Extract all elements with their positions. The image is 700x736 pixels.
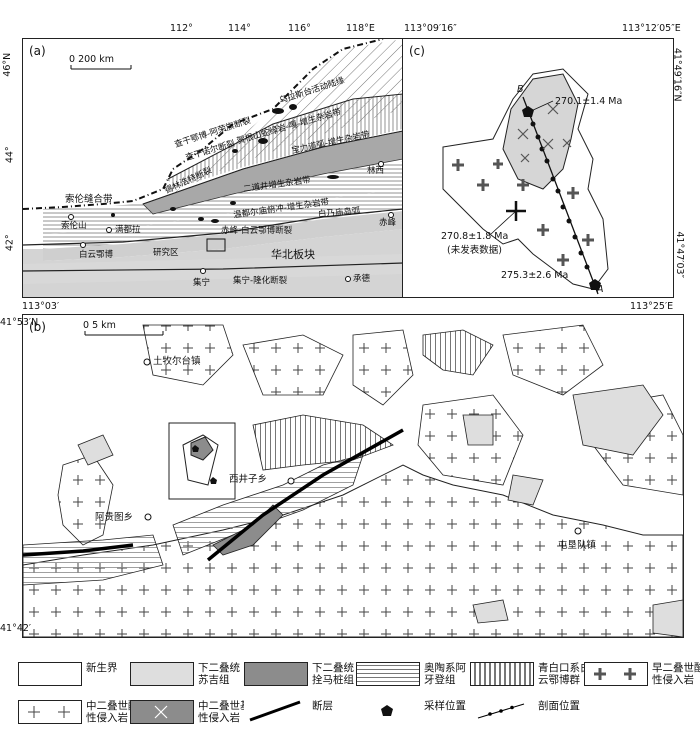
legend-fault: 断层 [244, 698, 356, 730]
hegenshan-belt [168, 94, 403, 189]
panel-c-detail-map: (c) 270.1±1.4 Ma 270.8±1.8 Ma (未发表数据) 27… [402, 38, 674, 298]
legend-cenozoic: 新生界 [18, 660, 126, 692]
b-lat-top: 41°53′N [0, 317, 39, 328]
legend: 新生界 下二叠统 苏吉组 下二叠统 拴马桩组 奥陶系阿 牙登组 青白口系白 云鄂… [18, 660, 700, 736]
panel-a-scale: 0 200 km [69, 54, 114, 65]
label-study-area: 研究区 [153, 248, 179, 258]
c-age-3: 275.3±2.6 Ma [501, 270, 569, 281]
label-jining-fault: 集宁-隆化断裂 [233, 276, 288, 286]
c-age-1: 270.1±1.4 Ma [555, 96, 623, 107]
panel-c-location-box [168, 422, 236, 500]
label-baiyunebo: 白云鄂博 [79, 250, 114, 260]
c-lat-bottom: 41°47′03″ [674, 231, 686, 279]
sujizu-strata [572, 384, 664, 456]
town-xijingzi: 西井子乡 [229, 474, 268, 485]
b-lat-bottom: 41°42′ [0, 623, 32, 634]
label-chengde: 承德 [353, 274, 371, 284]
panel-c-label: (c) [409, 44, 425, 58]
tick-lat-46: 46°N [2, 52, 14, 77]
panel-a-regional-map: (a) 0 200 km 乌拉斯台活动陆缘 查干鄂博-阿荣旗断裂 查干诺尔断裂 … [22, 38, 404, 298]
c-lon-right: 113°12′05″E [622, 23, 681, 34]
sample-pentagon-2 [589, 279, 601, 290]
c-point-a: A [597, 284, 604, 295]
tick-lat-42: 42° [4, 234, 16, 252]
tick-lon-112: 112° [170, 23, 193, 34]
label-mandula: 满都拉 [115, 225, 141, 235]
panel-b-scale: 0 5 km [83, 320, 116, 331]
c-lon-left: 113°09′16″ [404, 23, 457, 34]
c-basic-intrusion [502, 73, 579, 190]
legend-sample: 采样位置 [356, 698, 468, 730]
sample-pentagon-1 [522, 106, 534, 117]
legend-profile: 剖面位置 [470, 698, 582, 730]
label-suolun: 索伦缝合带 [65, 194, 113, 205]
panel-b-geology-map: (b) 0 5 km 土牧尔台镇 西井子乡 阿贵图乡 屯垦队镇 [22, 314, 684, 638]
bainaimiao-belt [43, 211, 403, 261]
legend-qingbaikou: 青白口系白 云鄂博群 [470, 660, 591, 692]
label-suolunshan: 索伦山 [61, 221, 87, 231]
label-chifeng-fault: 赤峰-白云鄂博断裂 [221, 226, 293, 236]
label-huabei: 华北板块 [271, 248, 315, 261]
panel-a-label: (a) [29, 44, 46, 58]
tick-lon-114: 114° [228, 23, 251, 34]
panel-b-label: (b) [29, 320, 46, 334]
erdaojing-belt [43, 161, 403, 234]
legend-mid-basic: 中二叠世基 性侵入岩 [130, 698, 251, 730]
legend-mid-acid: 中二叠世酸 性侵入岩 [18, 698, 139, 730]
ordovician-strata [23, 534, 164, 586]
fault-west [23, 543, 134, 557]
tick-lat-44: 44° [4, 146, 16, 164]
b-lon-left: 113°03′ [22, 301, 60, 312]
c-age-2-note: (未发表数据) [447, 245, 502, 256]
tick-lon-116: 116° [288, 23, 311, 34]
panel-a-svg [23, 39, 403, 297]
wendurmiao-belt [43, 189, 403, 249]
legend-sujizu: 下二叠统 苏吉组 [130, 660, 242, 692]
town-tumuer: 土牧尔台镇 [153, 356, 201, 367]
b-lon-right: 113°25′E [630, 301, 674, 312]
legend-early-acid: 早二叠世酸 性侵入岩 [584, 660, 700, 692]
c-point-b: B [517, 84, 524, 95]
legend-ordovician: 奥陶系阿 牙登组 [356, 660, 468, 692]
label-jining: 集宁 [193, 278, 211, 288]
tick-lon-118: 118°E [346, 23, 375, 34]
c-age-2: 270.8±1.8 Ma [441, 231, 509, 242]
town-aguitu: 阿贵图乡 [95, 512, 134, 523]
panel-b-svg [23, 324, 683, 637]
study-area-box [206, 238, 226, 252]
c-lat-top: 41°49′16″N [671, 47, 683, 102]
label-chifeng: 赤峰 [379, 218, 397, 228]
qingbaikou-strata [252, 414, 394, 471]
town-tunkendui: 屯垦队镇 [558, 540, 597, 551]
fault-main [206, 428, 404, 562]
panel-c-svg [442, 68, 609, 295]
label-linxi: 林西 [367, 166, 385, 176]
legend-shuanmazhuang: 下二叠统 拴马桩组 [244, 660, 356, 692]
